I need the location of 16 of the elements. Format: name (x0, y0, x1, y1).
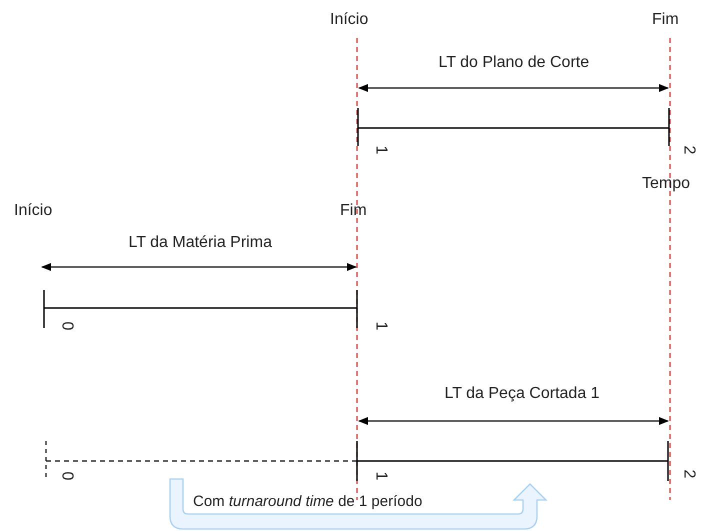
lead-time-label: LT da Matéria Prima (128, 235, 272, 251)
note: Com turnaround time de 1 período (193, 494, 422, 509)
period-number: 0 (58, 472, 74, 480)
start-label: Início (330, 12, 368, 28)
period-number: 2 (680, 146, 696, 154)
lead-time-label: LT da Peça Cortada 1 (444, 386, 600, 402)
period-number: 2 (680, 470, 696, 478)
period-number: 1 (372, 472, 388, 480)
period-number: 0 (58, 322, 74, 330)
period-number: 1 (372, 146, 388, 154)
period-number: 1 (372, 322, 388, 330)
axis-title: Tempo (642, 176, 690, 192)
start-label: Início (14, 203, 52, 219)
end-label: Fim (652, 12, 679, 28)
end-label: Fim (340, 203, 367, 219)
lead-time-label: LT do Plano de Corte (438, 55, 590, 71)
